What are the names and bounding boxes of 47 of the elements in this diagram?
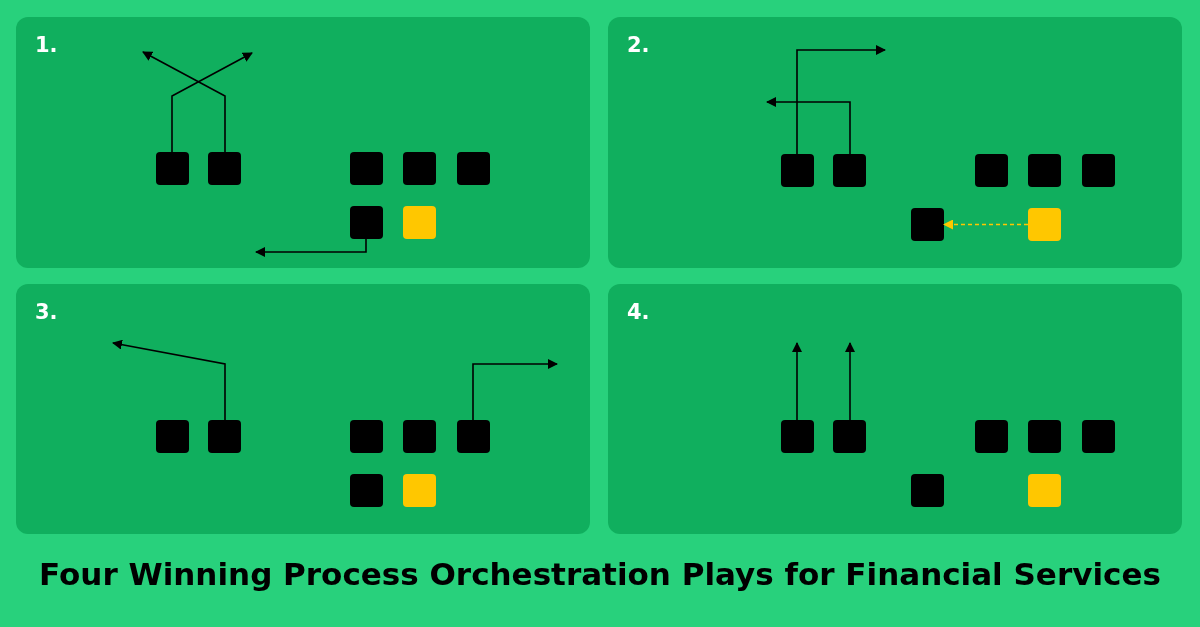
arrow <box>796 45 886 155</box>
highlighted-player-square <box>403 474 436 507</box>
player-square <box>457 152 490 185</box>
player-square <box>1028 154 1061 187</box>
player-square <box>208 152 241 185</box>
player-square <box>975 420 1008 453</box>
player-square <box>833 154 866 187</box>
player-square <box>457 420 490 453</box>
arrow <box>472 359 558 421</box>
play-number: 1. <box>35 33 58 57</box>
player-square <box>350 152 383 185</box>
highlighted-player-square <box>403 206 436 239</box>
arrow <box>142 51 226 153</box>
play-number: 4. <box>627 300 650 324</box>
arrow <box>255 238 367 257</box>
player-square <box>975 154 1008 187</box>
player-square <box>208 420 241 453</box>
diagram-title: Four Winning Process Orchestration Plays for Financial Services <box>38 556 1162 592</box>
player-square <box>1028 420 1061 453</box>
player-square <box>350 420 383 453</box>
play-panel <box>16 284 590 534</box>
player-square <box>1082 420 1115 453</box>
player-square <box>156 420 189 453</box>
player-square <box>403 152 436 185</box>
player-square <box>781 420 814 453</box>
player-square <box>350 474 383 507</box>
play-panel <box>16 17 590 268</box>
player-square <box>156 152 189 185</box>
player-square <box>911 208 944 241</box>
player-square <box>350 206 383 239</box>
play-number: 3. <box>35 300 58 324</box>
arrow <box>792 342 802 421</box>
play-panel <box>608 17 1182 268</box>
player-square <box>781 154 814 187</box>
highlighted-player-square <box>1028 208 1061 241</box>
arrow <box>943 219 1029 230</box>
arrow <box>766 97 851 155</box>
play-number: 2. <box>627 33 650 57</box>
arrow <box>845 342 855 421</box>
player-square <box>833 420 866 453</box>
play-panel <box>608 284 1182 534</box>
player-square <box>1082 154 1115 187</box>
arrow <box>171 52 253 153</box>
player-square <box>911 474 944 507</box>
player-square <box>403 420 436 453</box>
arrow <box>112 339 226 421</box>
highlighted-player-square <box>1028 474 1061 507</box>
